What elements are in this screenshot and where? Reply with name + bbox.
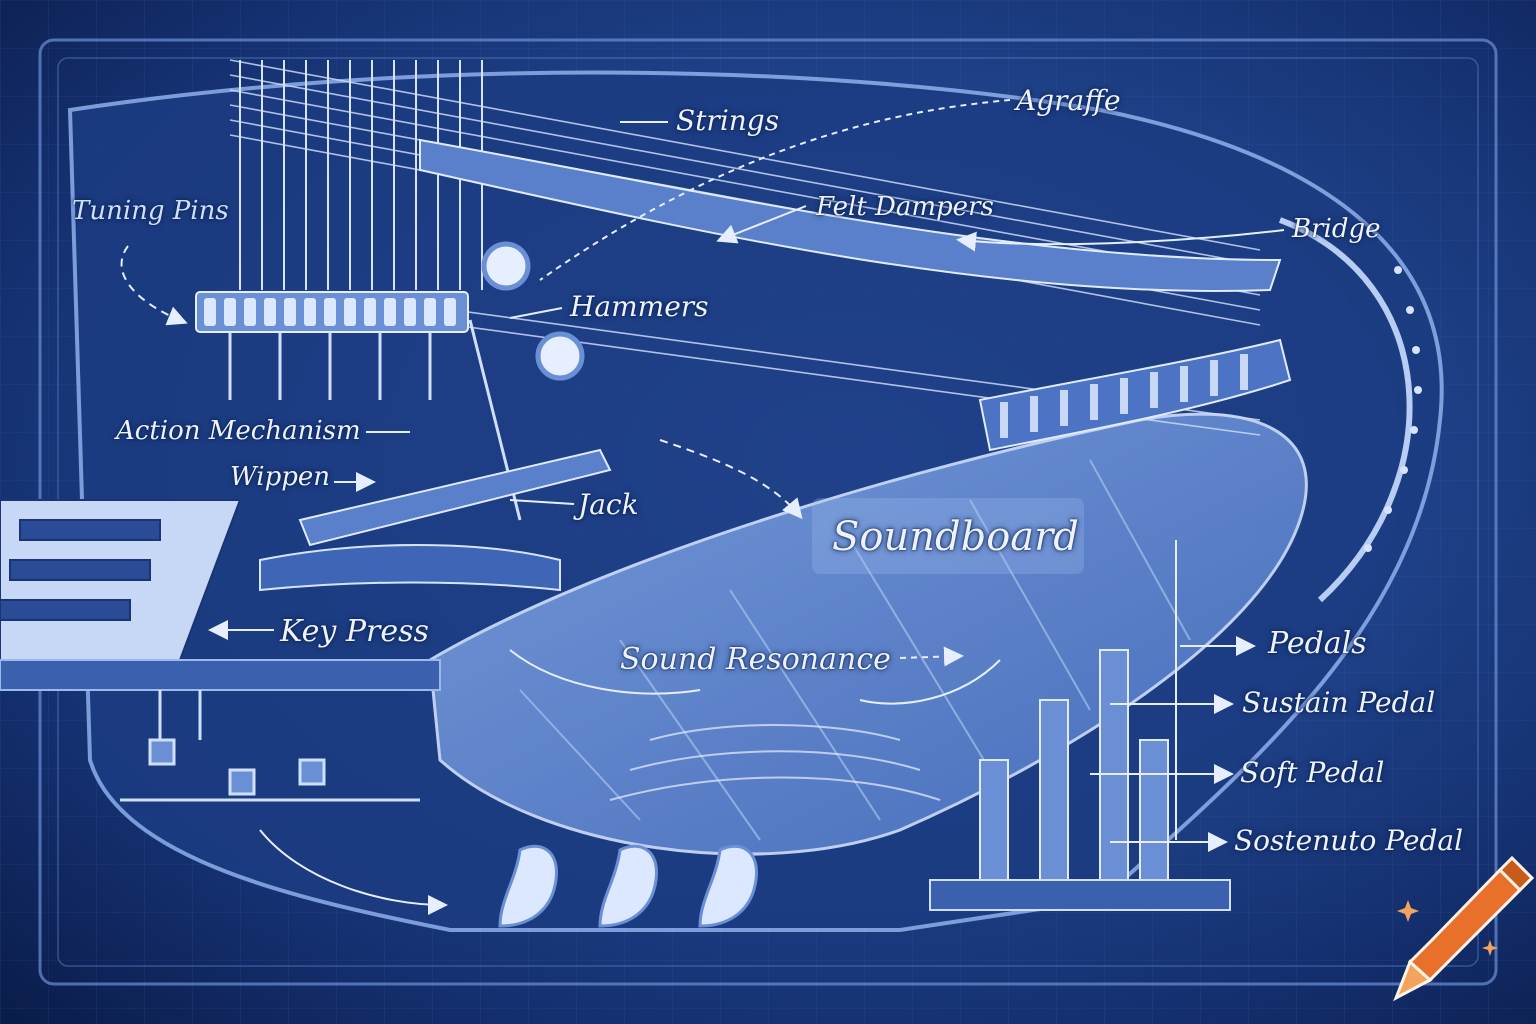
- hammer-knuckle-lower: [535, 331, 585, 381]
- label-sostenuto-pedal: Sostenuto Pedal: [1234, 824, 1464, 857]
- jack-lever: [259, 544, 561, 592]
- lower-linkage: [120, 690, 420, 802]
- label-soundboard: Soundboard: [832, 514, 1079, 560]
- label-bridge: Bridge: [1292, 214, 1381, 244]
- label-jack: Jack: [578, 488, 639, 521]
- long-bridge: [419, 138, 1282, 292]
- label-soft-pedal: Soft Pedal: [1240, 756, 1385, 789]
- label-agraffe: Agraffe: [1016, 84, 1121, 117]
- foot-pedals: [498, 844, 758, 928]
- label-sound-resonance: Sound Resonance: [620, 642, 891, 677]
- rim-studs: [1364, 266, 1422, 552]
- hammer-heads: [204, 298, 456, 326]
- label-key-press: Key Press: [280, 614, 429, 649]
- soundboard-label-box: [812, 498, 1084, 574]
- label-tuning-pins: Tuning Pins: [72, 196, 229, 226]
- label-hammers: Hammers: [570, 290, 709, 323]
- hammer-knuckle-upper: [481, 241, 531, 291]
- label-pedals: Pedals: [1268, 626, 1367, 661]
- soundboard-ribs: [519, 459, 1191, 841]
- leader-lines: [120, 99, 1285, 915]
- label-felt-dampers: Felt Dampers: [816, 192, 994, 222]
- label-action-mechanism: Action Mechanism: [116, 416, 361, 446]
- crayon-logo-icon: [1393, 855, 1535, 1002]
- pedal-base: [929, 879, 1231, 911]
- key-bed: [0, 659, 441, 691]
- label-sustain-pedal: Sustain Pedal: [1242, 686, 1436, 719]
- damper-felts: [1000, 354, 1248, 438]
- label-wippen: Wippen: [230, 462, 331, 492]
- label-strings: Strings: [676, 104, 780, 137]
- wippen-lever: [298, 448, 612, 547]
- resonance-waves: [609, 724, 941, 801]
